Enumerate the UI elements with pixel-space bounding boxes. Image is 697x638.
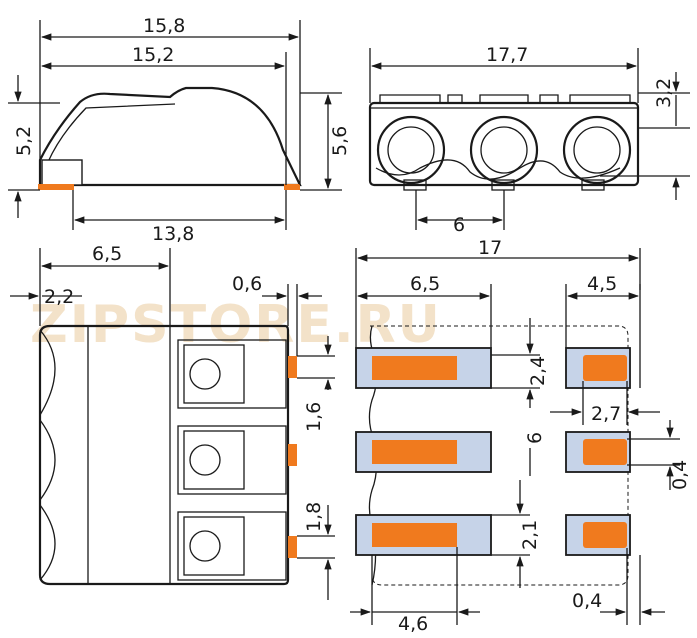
dim-front-width: 17,7 xyxy=(486,44,528,66)
dim-top-edge: 2,2 xyxy=(44,286,74,308)
dim-base-length: 13,8 xyxy=(152,223,194,245)
top-view-lobes xyxy=(39,329,56,581)
side-contact-right xyxy=(284,184,300,190)
dim-overall-length: 15,8 xyxy=(143,15,185,37)
dim-footprint-overall: 17 xyxy=(478,237,502,259)
front-view: 17,7 3,2 6 xyxy=(368,44,690,236)
dim-right-pad-gap: 2,7 xyxy=(591,403,621,425)
dim-height-left: 5,2 xyxy=(13,126,35,156)
dim-left-pad-width: 6,5 xyxy=(410,273,440,295)
front-openings xyxy=(376,115,632,185)
dim-pin-pitch: 1,6 xyxy=(303,402,325,432)
dim-right-pad-offset: 0,4 xyxy=(669,460,691,490)
top-pin-1 xyxy=(288,356,297,378)
top-pin-3 xyxy=(288,536,297,558)
dim-pad-height-alt: 2,1 xyxy=(519,520,541,550)
dim-row-pitch: 6 xyxy=(524,432,546,444)
dim-pin-width: 0,6 xyxy=(232,273,262,295)
dim-pin-pad: 1,8 xyxy=(303,502,325,532)
footprint-view: 17 6,5 4,5 2,4 6 2,7 0,4 2,1 4,6 0,4 xyxy=(350,237,691,635)
dim-pad-height: 2,4 xyxy=(527,356,549,386)
dim-top-depth: 6,5 xyxy=(92,243,122,265)
top-pin-2 xyxy=(288,444,297,466)
dim-right-pad-width: 4,5 xyxy=(587,273,617,295)
dim-bottom-offset: 0,4 xyxy=(572,590,602,612)
dim-body-length: 15,2 xyxy=(132,44,174,66)
dim-top-offset: 3,2 xyxy=(653,78,675,108)
top-view-clamps xyxy=(177,339,287,581)
footprint-pads-left xyxy=(355,347,492,556)
footprint-pads-right xyxy=(565,347,631,556)
side-contact-left xyxy=(38,184,74,190)
side-view: 15,8 15,2 13,8 5,2 5,6 xyxy=(8,15,351,245)
dim-left-pad-offset: 4,6 xyxy=(398,613,428,635)
dim-height-right: 5,6 xyxy=(329,126,351,156)
dim-pitch: 6 xyxy=(453,214,465,236)
top-view: 6,5 2,2 0,6 1,6 1,8 xyxy=(10,243,335,600)
